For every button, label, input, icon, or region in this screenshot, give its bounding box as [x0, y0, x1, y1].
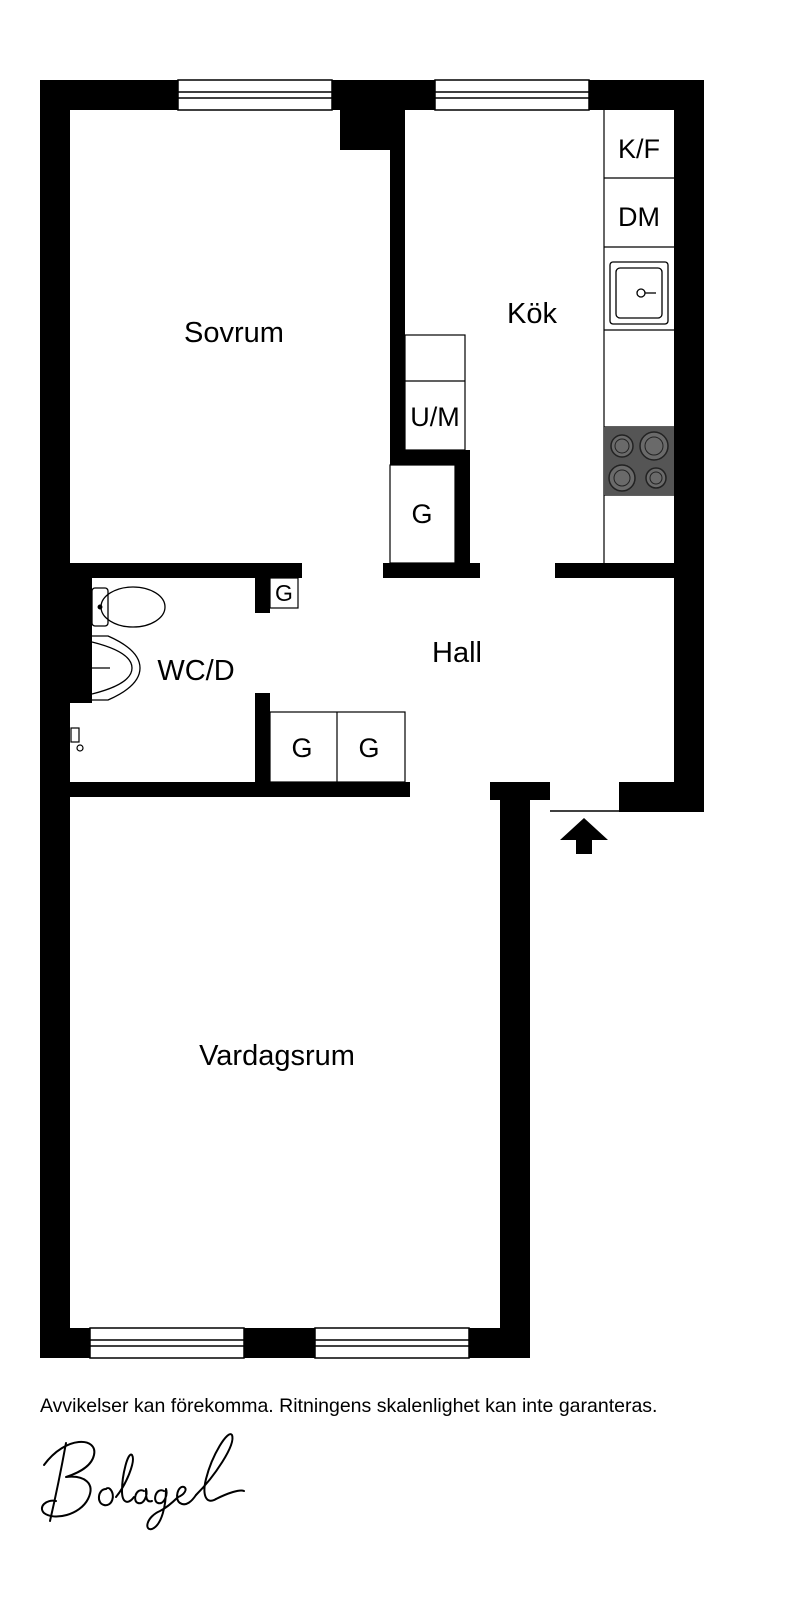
label-closet-wc: G	[275, 580, 293, 606]
faucet-icon	[70, 727, 84, 752]
room-label-wc: WC/D	[157, 655, 234, 687]
label-closet-hall-2: G	[358, 733, 379, 763]
room-label-sovrum: Sovrum	[184, 317, 284, 349]
room-label-vardagsrum: Vardagsrum	[199, 1040, 355, 1072]
faucet-icon	[636, 288, 646, 298]
label-oven-microwave: U/M	[410, 402, 460, 432]
toilet-icon	[91, 586, 166, 628]
kitchen-counter	[603, 110, 674, 563]
stove-icon	[604, 427, 674, 495]
label-fridge-freezer: K/F	[618, 134, 660, 164]
kitchen-closet	[389, 464, 456, 564]
entrance-door	[550, 810, 619, 854]
sink-icon	[91, 635, 141, 701]
oven-microwave-unit	[404, 334, 466, 451]
disclaimer-text: Avvikelser kan förekomma. Ritningens ska…	[40, 1395, 658, 1417]
label-closet-hall-1: G	[291, 733, 312, 763]
kitchen-sink-icon	[609, 261, 669, 325]
room-label-kok: Kök	[507, 298, 557, 330]
entrance-arrow-icon	[560, 818, 608, 854]
brand-logo	[40, 1433, 245, 1531]
room-label-hall: Hall	[432, 637, 482, 669]
label-closet-kitchen: G	[411, 499, 432, 529]
label-dishwasher: DM	[618, 202, 660, 232]
hall-closets	[269, 711, 406, 783]
window-icon	[89, 79, 590, 1359]
wc-closet	[269, 577, 299, 609]
